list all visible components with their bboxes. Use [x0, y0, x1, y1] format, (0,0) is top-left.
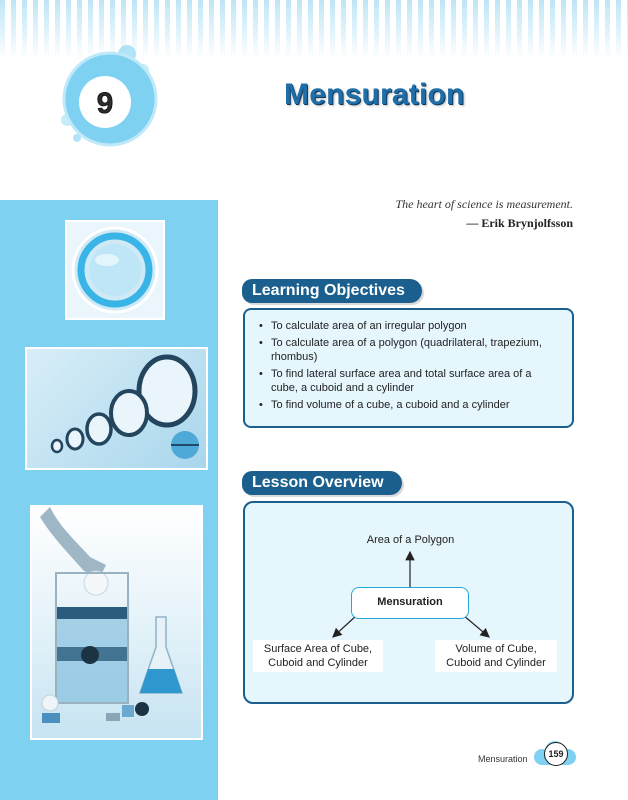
lens-photo [65, 220, 165, 320]
top-stripe-band [0, 0, 628, 60]
node-surface-area-line2: Cuboid and Cylinder [268, 657, 368, 669]
node-surface-area: Surface Area of Cube, Cuboid and Cylinde… [253, 640, 383, 672]
chapter-title: Mensuration [284, 78, 465, 111]
objective-item: To find volume of a cube, a cuboid and a… [259, 398, 560, 412]
chapter-badge: 9 [61, 45, 158, 147]
quote-author: — Erik Brynjolfsson [466, 216, 573, 230]
arrow-left-icon [332, 614, 358, 638]
learning-objectives-box: To calculate area of an irregular polygo… [243, 308, 574, 428]
lesson-overview-heading: Lesson Overview [242, 471, 402, 495]
lab-beaker-photo [30, 505, 203, 740]
node-volume: Volume of Cube, Cuboid and Cylinder [435, 640, 557, 672]
epigraph: The heart of science is measurement. — E… [395, 197, 573, 231]
node-volume-line1: Volume of Cube, [455, 643, 537, 655]
concept-map-connectors [332, 550, 490, 638]
badge-bubble-icon [73, 134, 81, 142]
page-number: 159 [544, 742, 568, 766]
lesson-overview-box: Area of a Polygon Mensuration Surface Ar… [243, 501, 574, 704]
objective-item: To calculate area of an irregular polygo… [259, 319, 560, 333]
node-surface-area-line1: Surface Area of Cube, [263, 643, 373, 655]
arrow-right-icon [462, 614, 490, 638]
objective-item: To find lateral surface area and total s… [259, 367, 560, 395]
footer-chapter-label: Mensuration [478, 754, 528, 764]
objectives-list: To calculate area of an irregular polygo… [259, 319, 560, 412]
learning-objectives-heading: Learning Objectives [242, 279, 422, 303]
objective-item: To calculate area of a polygon (quadrila… [259, 336, 560, 364]
rings-image-icon [50, 354, 199, 459]
node-volume-line2: Cuboid and Cylinder [446, 657, 546, 669]
lens-image-icon [71, 226, 159, 314]
node-mensuration: Mensuration [351, 587, 469, 619]
node-area-of-polygon: Area of a Polygon [366, 534, 455, 546]
beaker-image-icon [40, 507, 184, 723]
quote-text: The heart of science is measurement. [395, 197, 573, 211]
chapter-number: 9 [97, 87, 114, 120]
rings-photo [25, 347, 208, 470]
